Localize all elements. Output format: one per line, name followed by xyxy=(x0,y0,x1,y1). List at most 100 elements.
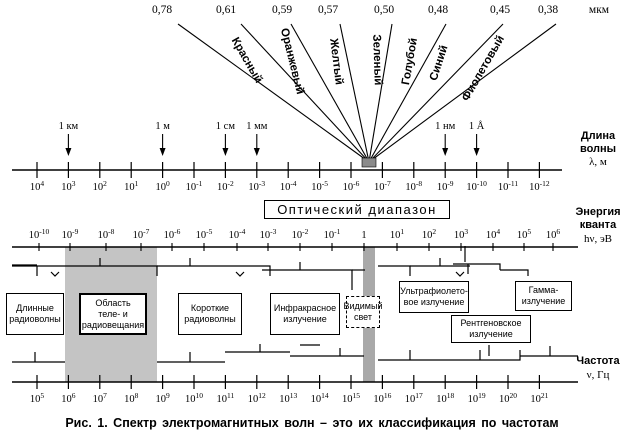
frequency-tick-label: 1019 xyxy=(468,391,486,405)
frequency-axis-unit: ν, Гц xyxy=(587,369,610,381)
bracket-connector xyxy=(520,346,578,357)
energy-tick-label: 106 xyxy=(546,227,561,241)
bracket-connector xyxy=(225,265,271,276)
frequency-tick-label: 1020 xyxy=(499,391,517,405)
wavelength-um-label: 0,50 xyxy=(374,4,394,16)
wavelength-marker-arrowhead xyxy=(473,148,480,156)
bracket-connector xyxy=(290,348,364,357)
color-ray-line xyxy=(368,23,393,163)
wavelength-um-label: 0,61 xyxy=(216,4,236,16)
wavelength-tick-label: 10-6 xyxy=(343,179,360,193)
frequency-tick-label: 1018 xyxy=(436,391,454,405)
frequency-tick-label: 1014 xyxy=(311,391,329,405)
bracket-arrow xyxy=(455,271,465,277)
bracket-connector xyxy=(410,258,470,267)
color-ray-label: Голубой xyxy=(400,37,420,86)
fan-apex xyxy=(361,157,377,168)
color-ray-line xyxy=(368,23,557,163)
wavelength-marker-arrowhead xyxy=(222,148,229,156)
band-ultraviolet-text: Ультрафиолето-вое излучение xyxy=(400,286,468,307)
energy-axis-title: кванта xyxy=(580,219,617,231)
wavelength-marker-label: 1 см xyxy=(216,121,236,132)
bracket-connector xyxy=(12,352,65,363)
wavelength-um-label: 0,59 xyxy=(272,4,292,16)
bracket-arrow xyxy=(235,271,245,277)
frequency-tick-label: 109 xyxy=(155,391,170,405)
frequency-tick-label: 1016 xyxy=(373,391,391,405)
bracket-connector xyxy=(378,265,411,276)
wavelength-um-label: 0,45 xyxy=(490,4,510,16)
energy-tick-label: 1 xyxy=(361,230,366,241)
energy-tick-label: 10-5 xyxy=(196,227,213,241)
wavelength-marker-label: 1 нм xyxy=(435,121,455,132)
wavelength-tick-label: 100 xyxy=(155,179,170,193)
bracket-connector xyxy=(378,350,440,361)
energy-tick-label: 105 xyxy=(517,227,532,241)
bracket-connector xyxy=(453,263,501,274)
color-ray-line xyxy=(368,23,504,163)
energy-tick-label: 10-4 xyxy=(229,227,246,241)
bracket-connector xyxy=(225,344,290,353)
wavelength-marker-arrowhead xyxy=(442,148,449,156)
frequency-tick-label: 1010 xyxy=(185,391,203,405)
wavelength-marker-label: 1 мм xyxy=(246,121,268,132)
wavelength-tick-label: 102 xyxy=(93,179,108,193)
wavelength-tick-label: 104 xyxy=(30,179,45,193)
frequency-tick-label: 1015 xyxy=(342,391,360,405)
wavelength-um-unit: мкм xyxy=(589,4,610,16)
wavelength-marker-label: 1 км xyxy=(59,121,79,132)
wavelength-axis-title: волны xyxy=(580,143,616,155)
wavelength-tick-label: 10-11 xyxy=(498,179,518,193)
wavelength-marker-label: 1 Å xyxy=(469,120,485,132)
wavelength-marker-arrowhead xyxy=(159,148,166,156)
wavelength-tick-label: 10-4 xyxy=(280,179,297,193)
color-ray-line xyxy=(290,23,370,163)
frequency-tick-label: 1011 xyxy=(217,391,235,405)
wavelength-um-label: 0,38 xyxy=(538,4,558,16)
energy-tick-label: 10-1 xyxy=(324,227,341,241)
energy-tick-label: 104 xyxy=(486,227,501,241)
band-ultraviolet: Ультрафиолето-вое излучение xyxy=(399,281,469,313)
wavelength-tick-label: 10-2 xyxy=(217,179,234,193)
band-gamma-text: Гамма-излучение xyxy=(521,285,566,306)
bracket-connector xyxy=(440,350,521,361)
color-ray-line xyxy=(240,23,370,163)
bracket-connector xyxy=(157,352,225,363)
wavelength-tick-label: 10-7 xyxy=(374,179,391,193)
wavelength-um-label: 0,48 xyxy=(428,4,448,16)
bracket-connector xyxy=(262,262,353,290)
wavelength-um-label: 0,57 xyxy=(318,4,338,16)
frequency-tick-label: 108 xyxy=(124,391,139,405)
wavelength-tick-label: 10-8 xyxy=(405,179,422,193)
frequency-tick-label: 1021 xyxy=(530,391,548,405)
frequency-tick-label: 105 xyxy=(30,391,45,405)
wavelength-um-label: 0,78 xyxy=(152,4,172,16)
color-ray-line xyxy=(368,23,447,163)
frequency-tick-label: 1017 xyxy=(405,391,423,405)
frequency-tick-label: 1012 xyxy=(248,391,266,405)
wavelength-marker-label: 1 м xyxy=(155,121,170,132)
frequency-tick-label: 1013 xyxy=(279,391,297,405)
energy-axis-unit: hν, эВ xyxy=(584,233,612,245)
energy-axis-title: Энергия xyxy=(575,206,620,218)
energy-tick-label: 10-10 xyxy=(29,227,50,241)
band-gamma: Гамма-излучение xyxy=(515,281,572,311)
frequency-axis-title: Частота xyxy=(576,355,620,367)
wavelength-marker-arrowhead xyxy=(65,148,72,156)
frequency-tick-label: 106 xyxy=(61,391,76,405)
color-ray-label: Оранжевый xyxy=(278,27,306,96)
bracket-connector xyxy=(157,258,225,267)
figure-caption: Рис. 1. Спектр электромагнитных волн – э… xyxy=(65,416,559,430)
wavelength-tick-label: 10-9 xyxy=(437,179,454,193)
energy-tick-label: 10-7 xyxy=(133,227,150,241)
wavelength-tick-label: 10-1 xyxy=(186,179,203,193)
